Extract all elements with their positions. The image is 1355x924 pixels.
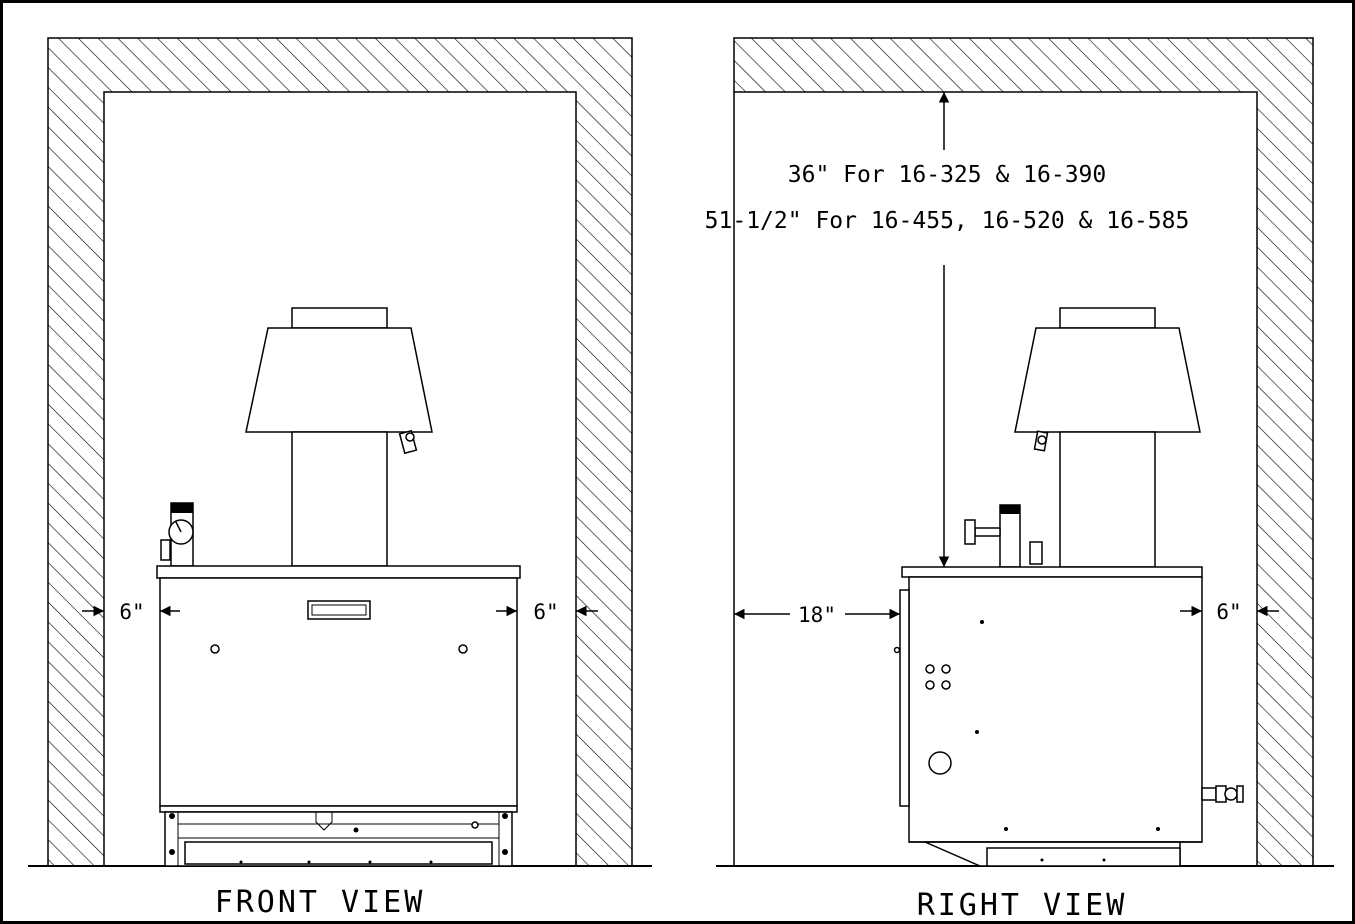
front-draft-hood [245,327,433,433]
front-left-clearance-label: 6" [119,600,144,624]
right-spill-switch-icon [1033,430,1049,452]
right-inspection-port [928,751,952,775]
front-top-cover [156,565,521,579]
right-jacket [908,576,1203,843]
right-flue-collar [1059,307,1156,329]
front-pressure-gauge-icon [160,502,194,567]
front-view-title: FRONT VIEW [215,885,426,920]
right-draft-hood [1014,327,1201,433]
front-screw-left [210,644,220,654]
right-top-clearance-line2: 51-1/2" For 16-455, 16-520 & 16-585 [705,208,1190,234]
front-screw-right [458,644,468,654]
right-top-clearance-line1: 36" For 16-325 & 16-390 [788,162,1107,188]
right-relief-valve-icon [964,504,1021,568]
front-vent-pipe [291,431,388,567]
front-right-clearance-label: 6" [533,600,558,624]
right-vent-pipe [1059,431,1156,568]
front-rating-plate [307,600,371,620]
right-view-title: RIGHT VIEW [917,888,1128,923]
front-base [159,805,518,867]
right-control-ports [925,664,951,690]
right-control-module [1029,541,1043,565]
right-top-cover [901,566,1203,578]
right-drain-valve-icon [1201,785,1244,803]
front-flue-collar [291,307,388,329]
right-view: 36" For 16-325 & 16-390 51-1/2" For 16-4… [705,37,1334,923]
right-left-clearance-label: 18" [798,603,836,627]
front-view: 6" 6" FRONT VIEW [28,37,652,920]
right-right-clearance-label: 6" [1216,600,1241,624]
front-spill-switch-icon [398,429,418,455]
right-front-panel-edge [899,589,910,807]
right-base [909,841,1202,867]
